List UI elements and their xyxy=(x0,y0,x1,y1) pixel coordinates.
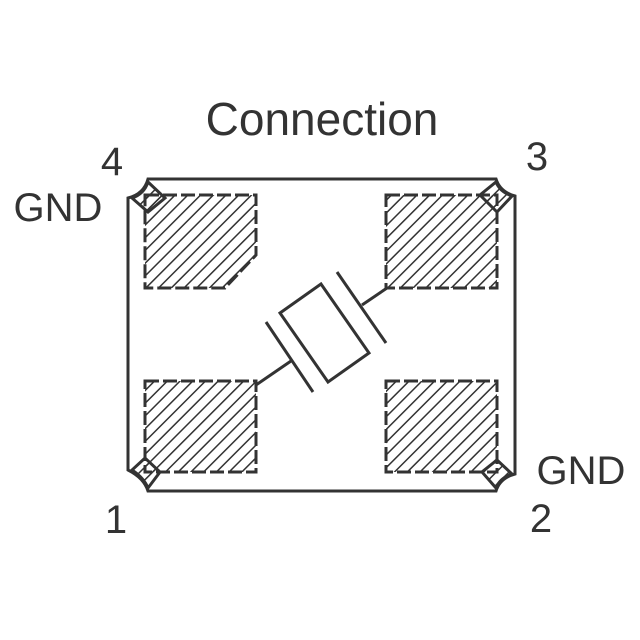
pin-3-number: 3 xyxy=(526,135,548,179)
crystal-plate-right xyxy=(335,271,388,344)
pad-4 xyxy=(143,193,258,290)
crystal-symbol xyxy=(255,271,388,393)
pin-2-number: 2 xyxy=(530,497,552,541)
pin-1-number: 1 xyxy=(105,498,127,542)
crystal-lead-left xyxy=(255,359,292,387)
pad-3-corner xyxy=(477,179,515,215)
pad-3 xyxy=(384,193,499,290)
pad-1-corner xyxy=(129,455,163,492)
pad-1 xyxy=(143,379,258,474)
pad-4-corner xyxy=(129,179,168,214)
diagram-title: Connection xyxy=(206,93,439,145)
pin-2-function: GND xyxy=(537,449,626,493)
pad-2 xyxy=(384,379,499,474)
crystal-plate-left xyxy=(264,321,315,393)
crystal-body xyxy=(277,281,372,385)
pin-4-function: GND xyxy=(14,186,103,230)
pin-4-number: 4 xyxy=(101,140,123,184)
crystal-lead-right xyxy=(361,286,388,307)
pad-2-corner xyxy=(479,458,515,491)
